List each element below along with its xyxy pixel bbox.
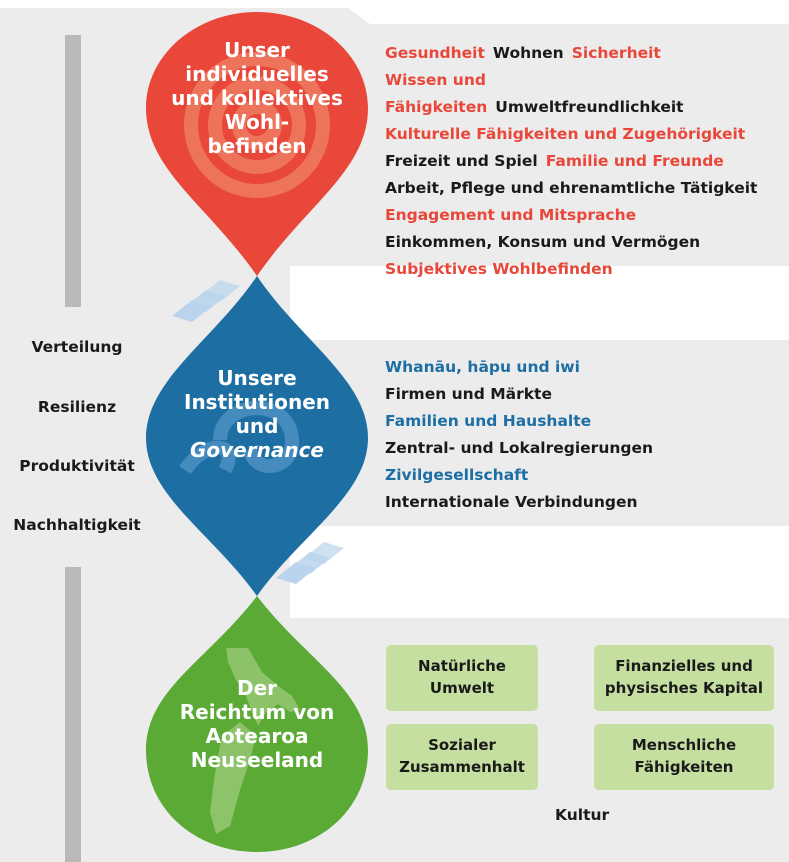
wellbeing-domain: Engagement und Mitsprache [385, 206, 637, 224]
capital-label-line: Menschliche [631, 736, 737, 755]
capital-human-capability: Menschliche Fähigkeiten [594, 724, 774, 790]
wellbeing-title-line: und kollektives [171, 86, 343, 110]
institution-item: Whanāu, hāpu und iwi [385, 358, 580, 376]
institutions-title: Unsere Institutionen und Governance [150, 366, 364, 462]
wealth-title: Der Reichtum von Aotearoa Neuseeland [150, 676, 364, 772]
wealth-title-line: Aotearoa [205, 724, 309, 748]
institutions-drop [146, 276, 368, 596]
capital-label-line: Sozialer [428, 736, 496, 755]
institutions-title-line: und [235, 414, 279, 438]
capital-natural-environment: Natürliche Umwelt [386, 645, 538, 711]
capital-social-cohesion: Sozialer Zusammenhalt [386, 724, 538, 790]
chevron-arrows-upper [172, 280, 240, 322]
wellbeing-domain: Gesundheit [385, 44, 485, 62]
wellbeing-domain: Einkommen, Konsum und Vermögen [385, 233, 701, 251]
wealth-title-line: Der [236, 676, 278, 700]
side-label-sustainability: Nachhaltigkeit [13, 516, 141, 534]
culture-label: Kultur [555, 806, 610, 824]
wellbeing-domain: Arbeit, Pflege und ehrenamtliche Tätigke… [385, 179, 758, 197]
koru-icon-blue [179, 401, 299, 475]
capital-label-line: physisches Kapital [604, 679, 764, 697]
wellbeing-domain: Sicherheit [571, 44, 661, 62]
wellbeing-title-line: befinden [207, 134, 307, 158]
wellbeing-row: Einkommen, Konsum und Vermögen [385, 229, 789, 256]
wellbeing-title: Unser individuelles und kollektives Wohl… [150, 38, 364, 158]
capital-label-line: Fähigkeiten [634, 758, 734, 776]
side-label-productivity: Produktivität [19, 457, 135, 475]
wellbeing-row: Kulturelle Fähigkeiten und Zugehörigkeit [385, 121, 789, 148]
institution-item: Firmen und Märkte [385, 385, 552, 403]
capital-label-line: Finanzielles und [615, 657, 753, 676]
wellbeing-row: Gesundheit Wohnen Sicherheit [385, 40, 789, 67]
wealth-drop [146, 596, 368, 852]
wellbeing-title-line: Unser [224, 38, 290, 62]
wellbeing-row: Subjektives Wohlbefinden [385, 256, 789, 283]
wellbeing-row: Freizeit und Spiel Familie und Freunde [385, 148, 789, 175]
left-bar-top [65, 35, 81, 307]
capital-label-line: Natürliche Umwelt [418, 657, 506, 697]
wellbeing-title-line: individuelles [185, 62, 329, 86]
wellbeing-title-line: Wohl- [224, 110, 290, 134]
institution-item: Familien und Haushalte [385, 412, 592, 430]
capital-financial-physical: Finanzielles und physisches Kapital [594, 645, 774, 711]
wellbeing-domain: Wissen und Fähigkeiten [385, 71, 488, 116]
new-zealand-map-icon [210, 648, 300, 834]
wellbeing-row: Arbeit, Pflege und ehrenamtliche Tätigke… [385, 175, 789, 202]
institution-item: Internationale Verbindungen [385, 493, 638, 511]
wealth-title-line: Reichtum von [179, 700, 335, 724]
wellbeing-domains: Gesundheit Wohnen Sicherheit Wissen und Fä… [385, 40, 789, 283]
institutions-title-line: Unsere [217, 366, 297, 390]
wealth-title-line: Neuseeland [190, 748, 324, 772]
wellbeing-domain: Wohnen [492, 44, 564, 62]
spiral-icon-red [184, 52, 330, 198]
left-bar-bottom [65, 567, 81, 862]
chevron-arrows-lower [276, 542, 344, 584]
wellbeing-domain: Subjektives Wohlbefinden [385, 260, 613, 278]
wellbeing-domain: Freizeit und Spiel [385, 152, 538, 170]
side-label-resilience: Resilienz [37, 398, 117, 416]
institution-item: Zentral- und Lokalregierungen [385, 439, 654, 457]
wellbeing-domain: Umweltfreundlichkeit [495, 98, 684, 116]
wellbeing-domain: Kulturelle Fähigkeiten und Zugehörigkeit [385, 125, 746, 143]
institutions-list: Whanāu, hāpu und iwi Firmen und Märkte F… [385, 354, 653, 516]
wellbeing-domain: Familie und Freunde [545, 152, 724, 170]
side-label-distribution: Verteilung [31, 338, 123, 356]
institution-item: Zivilgesellschaft [385, 466, 529, 484]
institutions-title-line: Governance [189, 438, 324, 462]
institutions-title-line: Institutionen [184, 390, 330, 414]
capital-label-line: Zusammenhalt [399, 758, 525, 776]
wellbeing-row: Engagement und Mitsprache [385, 202, 789, 229]
institutions-panel-right [290, 340, 789, 526]
